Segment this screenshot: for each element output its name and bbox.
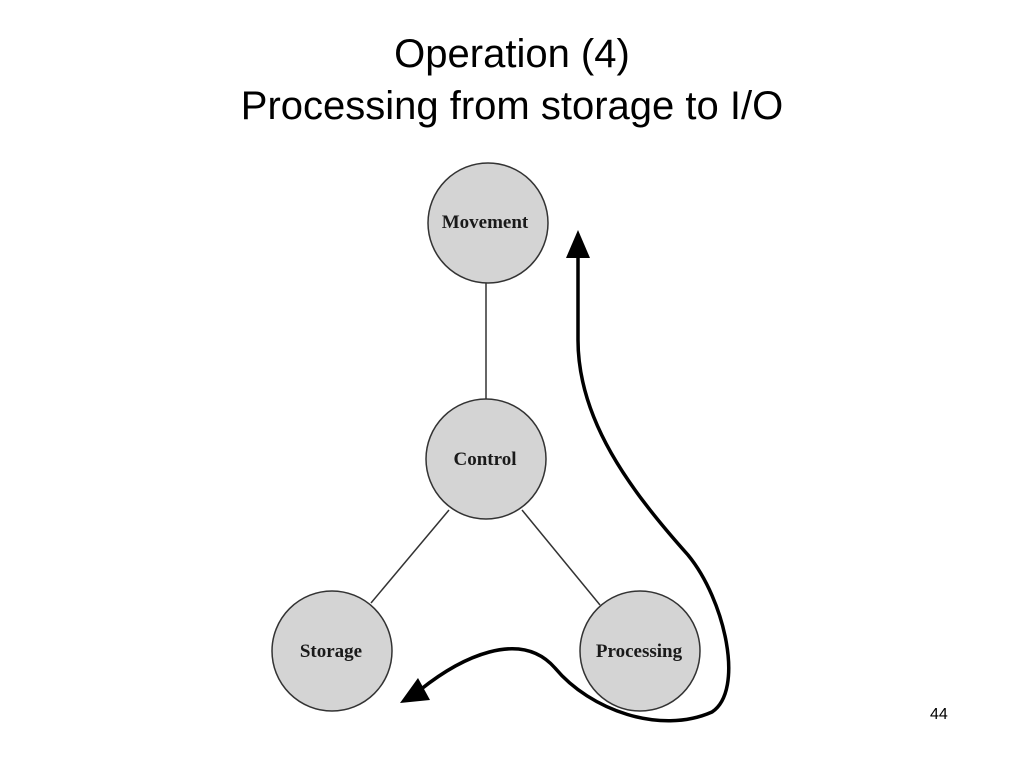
node-processing-label: Processing (596, 641, 683, 662)
page-number: 44 (930, 706, 948, 723)
node-control-label: Control (454, 449, 517, 470)
slide-title: Operation (4) Processing from storage to… (0, 28, 1024, 132)
connector-control-processing (521, 509, 601, 606)
node-control: Control (425, 398, 547, 520)
node-storage: Storage (271, 590, 393, 712)
title-line-1: Operation (4) (394, 32, 630, 76)
node-processing: Processing (579, 590, 701, 712)
flow-arrowhead-up (566, 230, 590, 258)
node-movement: Movement (427, 162, 549, 284)
title-line-2: Processing from storage to I/O (240, 84, 784, 128)
flow-arrowhead-down-left (400, 678, 430, 703)
connector-control-storage (370, 509, 450, 604)
flow-arrow (418, 255, 731, 723)
node-movement-label: Movement (442, 212, 529, 233)
node-storage-label: Storage (300, 641, 362, 662)
